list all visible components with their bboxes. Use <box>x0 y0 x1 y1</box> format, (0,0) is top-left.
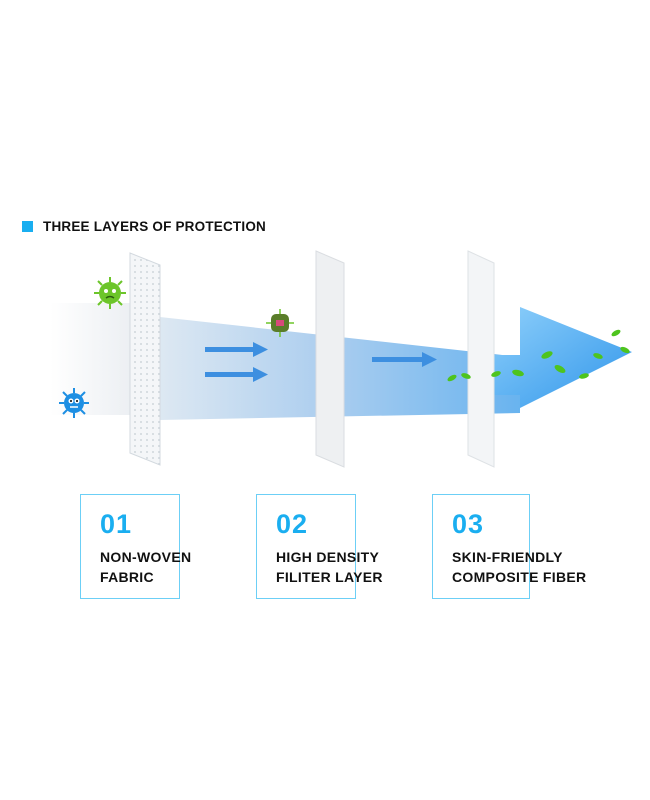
layer-3-composite <box>467 250 495 468</box>
layer-label: NON-WOVEN FABRIC <box>100 547 191 587</box>
filtration-diagram <box>50 250 632 468</box>
layer-label-line1: HIGH DENSITY <box>276 549 380 565</box>
layer-label-line1: NON-WOVEN <box>100 549 192 565</box>
flow-arrow-head <box>490 307 632 408</box>
layer-card-3: 03 SKIN-FRIENDLY COMPOSITE FIBER <box>432 494 586 599</box>
layer-label-line2: COMPOSITE FIBER <box>452 569 587 585</box>
incoming-air <box>50 303 135 415</box>
layer-label: HIGH DENSITY FILITER LAYER <box>276 547 383 587</box>
layer-2-filter <box>315 250 345 468</box>
layer-label-line2: FILITER LAYER <box>276 569 383 585</box>
layer-number: 03 <box>452 509 485 539</box>
layer-label-line2: FABRIC <box>100 569 154 585</box>
gray-virus-icon <box>266 309 294 337</box>
layer-number: 02 <box>276 509 309 539</box>
layer-card-1: 01 NON-WOVEN FABRIC <box>80 494 191 599</box>
layer-card-2: 02 HIGH DENSITY FILITER LAYER <box>256 494 383 599</box>
layer-cards: 01 NON-WOVEN FABRIC 02 HIGH DENSITY FILI… <box>0 494 650 604</box>
green-virus-icon <box>94 277 126 309</box>
layer-label-line1: SKIN-FRIENDLY <box>452 549 563 565</box>
layer-number: 01 <box>100 509 133 539</box>
leaf-icon <box>447 329 630 382</box>
flow-arrows <box>205 342 437 382</box>
heading-square-icon <box>22 221 33 232</box>
blue-virus-icon <box>59 388 89 418</box>
layer-label: SKIN-FRIENDLY COMPOSITE FIBER <box>452 547 586 587</box>
section-heading: THREE LAYERS OF PROTECTION <box>22 219 266 234</box>
heading-title: THREE LAYERS OF PROTECTION <box>43 219 266 234</box>
